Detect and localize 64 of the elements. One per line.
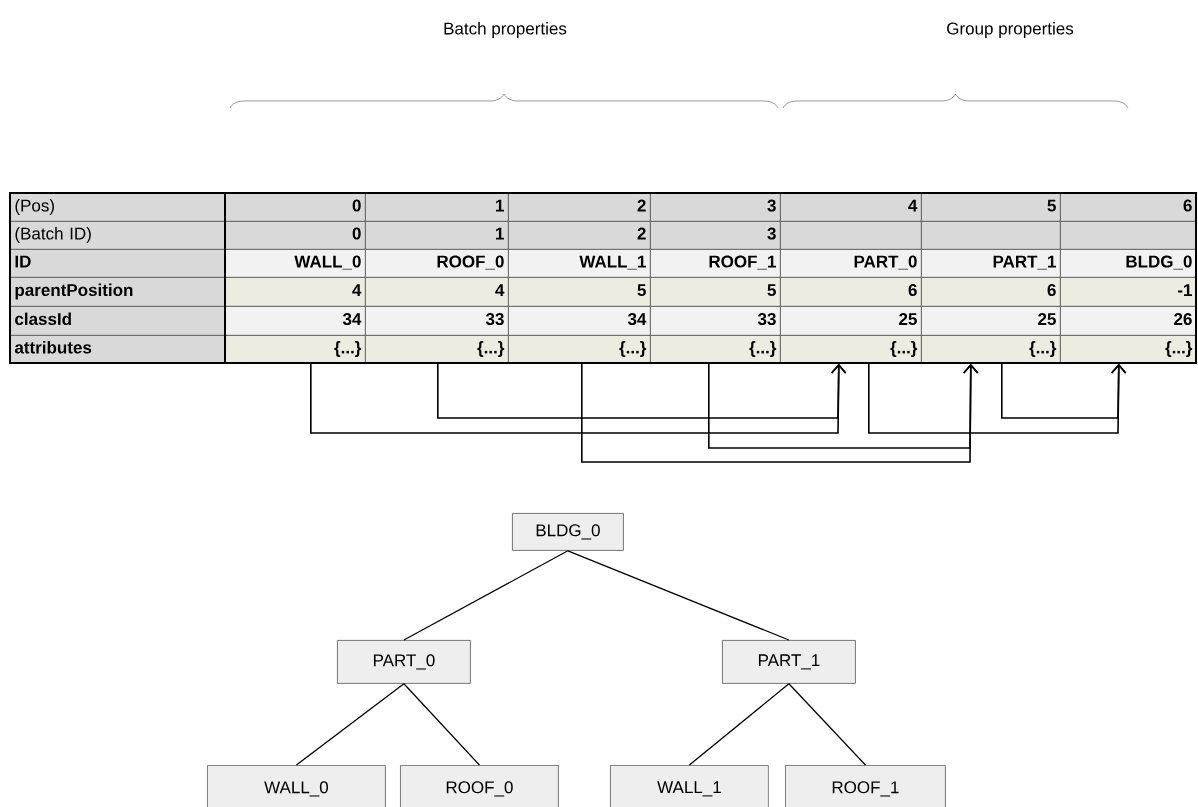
- table-cell: 0: [225, 221, 366, 250]
- table-cell: PART_0: [780, 249, 922, 278]
- table-cell: 5: [508, 277, 651, 307]
- table-cell: 3: [650, 221, 781, 250]
- table-cell: ID: [10, 249, 226, 278]
- tree-node-box: BLDG_0: [512, 513, 624, 551]
- table-cell: 0: [225, 193, 366, 222]
- table-cell: parentPosition: [10, 277, 226, 307]
- arrow: [708, 363, 979, 449]
- table-cell: 3: [650, 193, 781, 222]
- tree-edge: [403, 683, 481, 766]
- table-cell: 34: [508, 306, 651, 336]
- table-cell: PART_1: [921, 249, 1061, 278]
- tree-edge: [688, 683, 790, 766]
- tree-edge: [567, 550, 790, 641]
- table-cell: (Pos): [10, 193, 226, 222]
- table-cell: 26: [1060, 306, 1197, 336]
- arrow: [868, 363, 1127, 434]
- table-cell: 2: [508, 193, 651, 222]
- table-cell: 5: [921, 193, 1061, 222]
- table-cell: 25: [780, 306, 922, 336]
- table-cell: 6: [1060, 193, 1197, 222]
- table-cell: 6: [921, 277, 1061, 307]
- arrow: [437, 363, 847, 419]
- table-cell: ROOF_0: [365, 249, 509, 278]
- table-cell: 4: [780, 193, 922, 222]
- arrow: [1001, 363, 1127, 419]
- tree-node-box: PART_1: [722, 640, 856, 684]
- table-cell: 2: [508, 221, 651, 250]
- tree-node-box: ROOF_1: [785, 765, 946, 807]
- group-heading: Batch properties: [444, 22, 567, 38]
- table-cell: ROOF_1: [650, 249, 781, 278]
- table-cell: {...}: [780, 335, 922, 364]
- table-cell: {...}: [365, 335, 509, 364]
- table-cell: classId: [10, 306, 226, 336]
- tree-edge: [403, 550, 569, 641]
- table-cell: {...}: [508, 335, 651, 364]
- table-cell: 4: [225, 277, 366, 307]
- table-cell: 34: [225, 306, 366, 336]
- table-cell: {...}: [225, 335, 366, 364]
- table-cell: {...}: [1060, 335, 1197, 364]
- table-cell: BLDG_0: [1060, 249, 1197, 278]
- table-cell: 6: [780, 277, 922, 307]
- table-cell: {...}: [921, 335, 1061, 364]
- table-cell: WALL_1: [508, 249, 651, 278]
- table-cell: attributes: [10, 335, 226, 364]
- table-cell: (Batch ID): [10, 221, 226, 250]
- table-cell: 4: [365, 277, 509, 307]
- tree-edge: [295, 683, 405, 766]
- table-cell: -1: [1060, 277, 1197, 307]
- group-heading: Group properties: [947, 22, 1074, 38]
- tree-node-box: WALL_1: [610, 765, 769, 807]
- table-cell: 33: [365, 306, 509, 336]
- table-cell: 33: [650, 306, 781, 336]
- tree-node-box: PART_0: [337, 640, 471, 684]
- table-cell: WALL_0: [225, 249, 366, 278]
- table-cell: 5: [650, 277, 781, 307]
- tree-node-box: WALL_0: [207, 765, 386, 807]
- tree-edge: [788, 683, 867, 766]
- table-cell: 1: [365, 193, 509, 222]
- table-cell: 25: [921, 306, 1061, 336]
- table-cell: 1: [365, 221, 509, 250]
- tree-node-box: ROOF_0: [400, 765, 559, 807]
- table-cell: {...}: [650, 335, 781, 364]
